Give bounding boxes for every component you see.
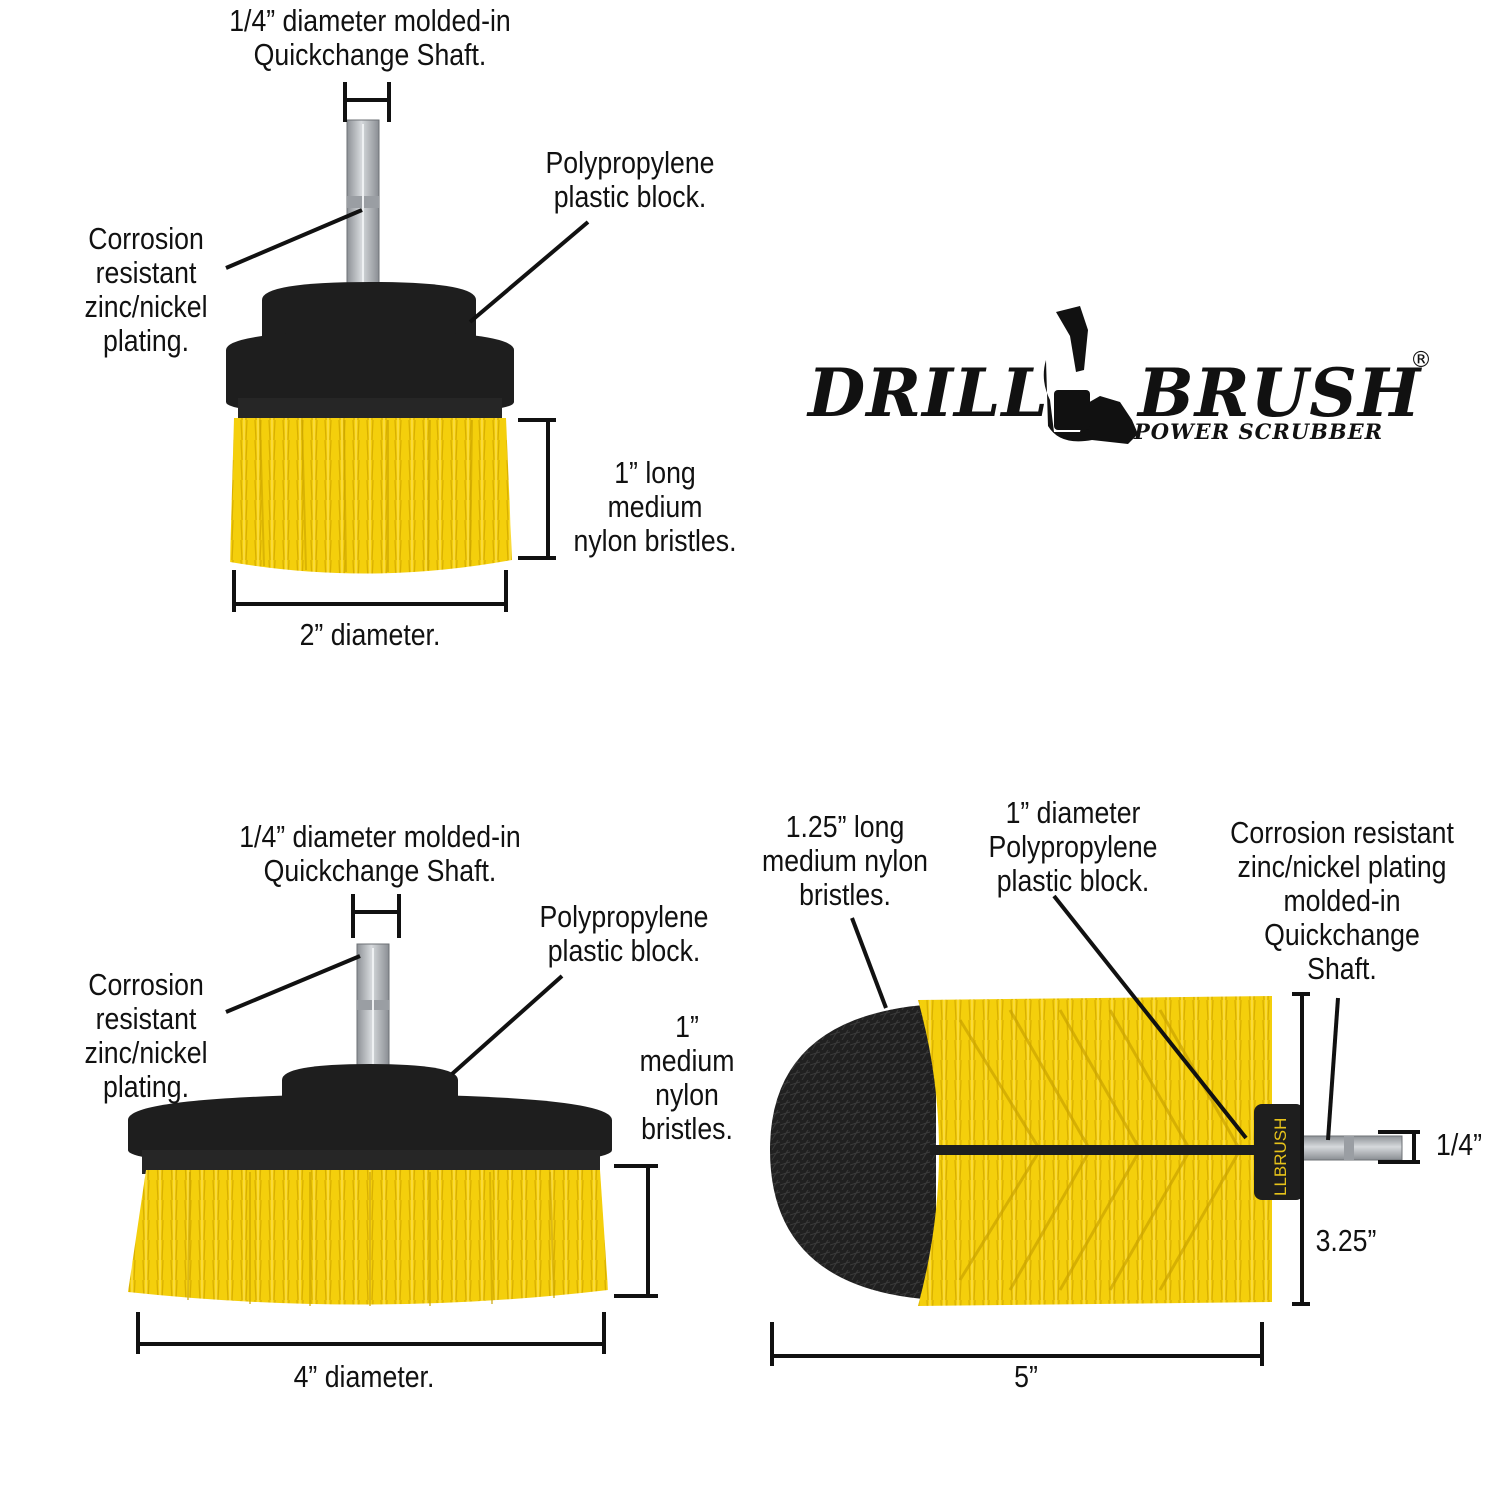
bristles-4in <box>128 1170 608 1306</box>
label-bristle-4in: 1” medium nylon bristles. <box>639 1009 735 1146</box>
leader-plating-4in <box>225 954 361 1014</box>
label-plating-2in: Corrosion resistant zinc/nickel plating. <box>84 221 208 358</box>
label-shaft-2in: 1/4” diameter molded-in Quickchange Shaf… <box>229 3 511 72</box>
leader-bristle-cylinder <box>850 917 888 1009</box>
leader-plating-2in <box>225 208 363 270</box>
label-block-cylinder: 1” diameter Polypropylene plastic block. <box>988 795 1158 898</box>
dim-bristle-4in <box>614 1164 658 1298</box>
logo-tagline: POWER SCRUBBER <box>1134 419 1384 444</box>
brush-2in <box>225 82 590 612</box>
bristles-2in <box>230 418 512 574</box>
dim-length-cylinder <box>770 1322 1264 1366</box>
dim-bristle-2in <box>518 418 556 560</box>
shaft-4in <box>356 943 390 1071</box>
label-bristle-2in: 1” long medium nylon bristles. <box>573 455 737 558</box>
shaft-2in <box>346 119 380 299</box>
label-shaft-4in: 1/4” diameter molded-in Quickchange Shaf… <box>239 819 521 888</box>
label-length-cylinder: 5” <box>1014 1359 1038 1394</box>
label-block-2in: Polypropylene plastic block. <box>545 145 715 214</box>
leader-shaft-cylinder <box>1326 997 1340 1141</box>
label-diameter-4in: 4” diameter. <box>293 1359 435 1394</box>
dim-shaft-2in <box>343 82 391 122</box>
yellow-bristle-body <box>918 996 1272 1306</box>
label-bristle-cylinder: 1.25” long medium nylon bristles. <box>762 809 928 912</box>
cylinder-shaft <box>1301 1135 1403 1161</box>
label-plating-4in: Corrosion resistant zinc/nickel plating. <box>84 967 208 1104</box>
leader-block-4in <box>450 974 564 1076</box>
logo-word-drill: DRILL <box>808 354 1049 432</box>
drill-silhouette-icon <box>1043 306 1138 444</box>
block-4in <box>128 1064 612 1174</box>
cylinder-brand-print: LLBRUSH <box>1271 1118 1290 1196</box>
label-block-4in: Polypropylene plastic block. <box>539 899 709 968</box>
block-2in <box>226 282 514 424</box>
dim-hex-cylinder <box>1378 1130 1420 1164</box>
black-bristle-cap <box>770 1004 936 1300</box>
dim-diameter-4in <box>136 1312 606 1354</box>
leader-block-cylinder <box>1052 894 1248 1140</box>
brush-cylinder: LLBRUSH <box>770 894 1420 1366</box>
dim-diameter-2in <box>232 570 508 612</box>
label-shaft-cylinder: Corrosion resistant zinc/nickel plating … <box>1230 815 1454 986</box>
cylinder-block: LLBRUSH <box>1254 1104 1304 1200</box>
label-height-cylinder: 3.25” <box>1315 1223 1377 1258</box>
label-diameter-2in: 2” diameter. <box>299 617 441 652</box>
logo-registered-mark: ® <box>1410 348 1432 373</box>
label-hex-cylinder: 1/4” <box>1436 1127 1482 1162</box>
logo-word-brush: BRUSH <box>1138 354 1422 432</box>
dim-shaft-4in <box>351 894 401 938</box>
dim-height-cylinder <box>1292 992 1310 1306</box>
leader-block-2in <box>468 220 590 324</box>
brush-4in <box>128 894 658 1354</box>
